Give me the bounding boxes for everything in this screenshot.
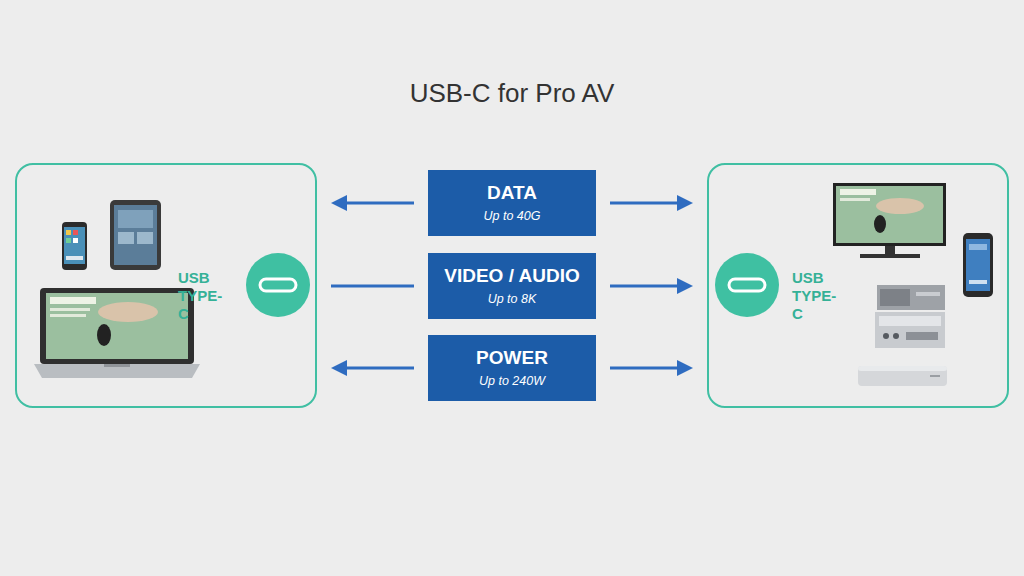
laptop-icon-part [50,314,86,317]
arrow-head [331,360,347,376]
av-switcher-icon [875,285,945,348]
smartphone-icon-part [62,222,87,270]
tablet-icon-part [110,200,161,270]
av-switcher-icon-part [879,316,941,326]
mini-pc-icon [858,366,947,386]
arrow-shaft [331,285,414,288]
flow-arrow [610,278,693,294]
flow-arrow [331,195,414,211]
feature-spec: Up to 8K [488,291,537,308]
display-icon [833,183,946,258]
tablet-icon-part [118,210,153,228]
laptop-icon-part [40,288,194,364]
smartphone-icon-part [963,233,993,297]
smartphone-icon [963,233,993,297]
av-switcher-icon-part [875,312,945,348]
usb-c-port-icon-part [260,279,296,291]
arrow-shaft [345,202,414,205]
smartphone-icon-part [966,239,990,291]
av-switcher-icon-part [916,292,940,296]
laptop-icon-part [50,308,90,311]
laptop-icon [34,288,200,378]
av-switcher-icon-part [877,285,945,310]
smartphone-icon-part [64,227,85,264]
display-icon-part [874,215,886,233]
smartphone-icon [62,222,87,270]
flow-arrow [610,195,693,211]
feature-spec: Up to 40G [484,208,541,225]
tablet-icon-part [114,205,157,265]
feature-spec: Up to 240W [479,373,545,390]
usb-c-port-icon-part [715,253,779,317]
arrow-shaft [345,367,414,370]
arrow-head [677,360,693,376]
usb-c-port-icon-part [246,253,310,317]
tablet-icon-part [137,232,153,244]
smartphone-icon-part [66,256,83,260]
laptop-icon-part [34,364,200,378]
mini-pc-icon-part [858,366,947,386]
laptop-icon-part [98,302,158,322]
av-switcher-icon-part [906,332,938,340]
feature-box: DATA Up to 40G [428,170,596,236]
arrow-head [677,195,693,211]
usb-c-port-icon-part [729,279,765,291]
flow-arrow [331,360,414,376]
laptop-icon-part [46,293,188,359]
display-icon-part [833,183,946,246]
device-group-panel: USB TYPE-C [15,163,317,408]
display-icon-part [876,198,924,214]
smartphone-icon-part [66,230,71,235]
smartphone-icon-part [969,280,987,284]
av-switcher-icon-part [893,333,899,339]
usb-c-port-icon [246,253,310,317]
mini-pc-icon-part [858,366,947,371]
tablet-icon-part [118,232,134,244]
laptop-icon-part [97,324,111,346]
usb-c-port-icon [715,253,779,317]
feature-title: VIDEO / AUDIO [444,264,579,287]
device-group-panel: USB TYPE-C [707,163,1009,408]
feature-title: DATA [487,181,537,204]
feature-title: POWER [476,346,548,369]
arrow-head [331,195,347,211]
display-icon-part [840,189,876,195]
arrow-shaft [610,202,679,205]
port-label: USB TYPE-C [792,269,836,323]
port-label: USB TYPE-C [178,269,222,323]
arrow-shaft [610,285,679,288]
flow-arrow [331,286,414,287]
display-icon-part [836,186,943,243]
smartphone-icon-part [73,230,78,235]
laptop-icon-part [50,297,96,304]
arrow-shaft [610,367,679,370]
smartphone-icon-part [73,238,78,243]
diagram-title: USB-C for Pro AV [0,78,1024,109]
laptop-icon-part [104,364,130,367]
arrow-head [677,278,693,294]
display-icon-part [840,198,870,201]
tablet-icon [110,200,161,270]
flow-arrow [610,360,693,376]
av-switcher-icon-part [883,333,889,339]
smartphone-icon-part [969,244,987,250]
mini-pc-icon-part [930,375,940,377]
feature-box: VIDEO / AUDIO Up to 8K [428,253,596,319]
feature-box: POWER Up to 240W [428,335,596,401]
display-icon-part [860,254,920,258]
display-icon-part [885,246,895,254]
av-switcher-icon-part [880,289,910,306]
smartphone-icon-part [66,238,71,243]
